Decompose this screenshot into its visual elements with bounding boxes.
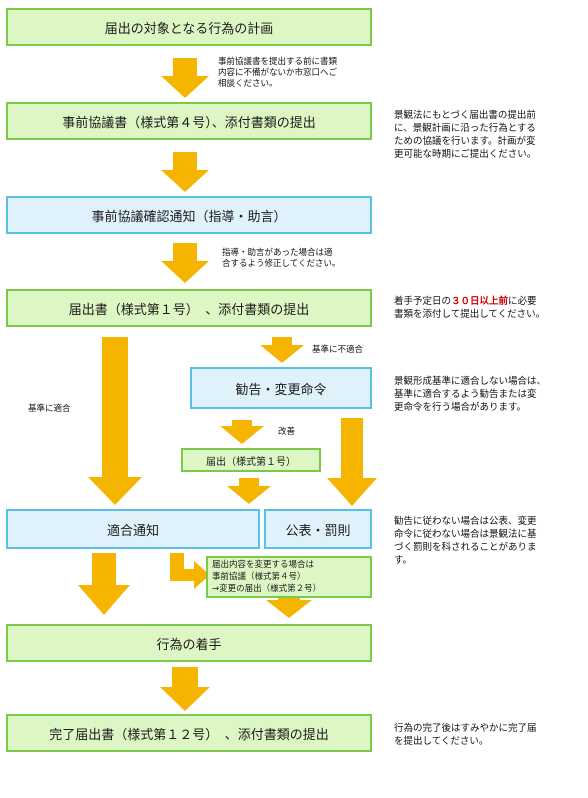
completion-label: 完了届出書（様式第１２号） 、添付書類の提出 <box>49 727 329 743</box>
penalty-note-line1: 勧告に従わない場合は公表、変更 <box>394 516 537 527</box>
notification-note-line2: 書類を添付して提出してください。 <box>394 309 546 320</box>
recommend-note-line2: 基準に適合するよう勧告または変 <box>394 389 537 400</box>
penalty-note-line3: づく罰則を科されることがありま <box>394 542 537 553</box>
consult-confirm-box: 事前協議確認通知（指導・助言） <box>6 196 372 234</box>
consult-advice-line3: 相談ください。 <box>218 79 278 89</box>
arrow-bent-right <box>170 553 210 589</box>
prior-consult-label: 事前協議書（様式第４号）、添付書類の提出 <box>62 115 316 131</box>
consult-confirm-label: 事前協議確認通知（指導・助言） <box>91 209 287 225</box>
prior-consult-note-line3: ための協議を行います。計画が変 <box>394 136 536 147</box>
change-note-line1: 届出内容を変更する場合は <box>212 560 315 570</box>
conform-label: 基準に適合 <box>28 404 71 414</box>
recommend-note-line1: 景観形成基準に適合しない場合は、 <box>394 376 547 387</box>
arrow-down-1 <box>161 58 209 98</box>
prior-consult-note-line4: 更可能な時期にご提出ください。 <box>394 149 537 160</box>
notification-note-post: に必要 <box>508 296 537 307</box>
notification-small-box: 届出（様式第１号） <box>181 448 321 472</box>
arrow-down-right <box>266 596 312 618</box>
arrow-down-conform <box>88 337 142 505</box>
guidance-fix-line1: 指導・助言があった場合は適 <box>222 248 333 258</box>
consult-advice-note: 事前協議書を提出する前に書類 内容に不備がないか市窓口へご 相談ください。 <box>218 57 378 90</box>
change-note-box: 届出内容を変更する場合は 事前協議（様式第４号） →変更の届出（様式第２号） <box>206 556 372 598</box>
start-box: 行為の着手 <box>6 624 372 662</box>
notification-note-highlight: ３０日以上前 <box>451 296 509 307</box>
publish-penalty-label: 公表・罰則 <box>285 523 351 539</box>
penalty-note-line2: 命令に従わない場合は景観法に基 <box>394 529 537 540</box>
arrow-down-left <box>78 553 130 615</box>
publish-penalty-box: 公表・罰則 <box>264 509 372 549</box>
improve-label: 改善 <box>278 427 296 437</box>
change-note-line2: 事前協議（様式第４号） <box>212 572 306 582</box>
guidance-fix-note: 指導・助言があった場合は適 合するよう修正してください。 <box>222 248 382 270</box>
plan-label: 届出の対象となる行為の計画 <box>104 21 274 37</box>
notification-note-pre: 着手予定日の <box>394 296 452 307</box>
notification-box: 届出書（様式第１号） 、添付書類の提出 <box>6 289 372 327</box>
arrow-down-nonconform <box>260 337 304 363</box>
prior-consult-note-line1: 景観法にもとづく届出書の提出前 <box>394 110 536 121</box>
prior-consult-side-note: 景観法にもとづく届出書の提出前 に、景観計画に沿った行為とする ための協議を行い… <box>394 109 584 161</box>
arrow-down-small <box>227 478 271 504</box>
completion-side-note: 行為の完了後はすみやかに完了届 を提出してください。 <box>394 722 584 748</box>
conform-notice-box: 適合通知 <box>6 509 260 549</box>
conform-notice-label: 適合通知 <box>106 523 159 539</box>
notification-small-label: 届出（様式第１号） <box>206 456 296 468</box>
arrow-down-3 <box>161 243 209 283</box>
guidance-fix-line2: 合するよう修正してください。 <box>222 259 341 269</box>
arrow-down-2 <box>161 152 209 192</box>
consult-advice-line2: 内容に不備がないか市窓口へご <box>218 68 338 78</box>
notification-label: 届出書（様式第１号） 、添付書類の提出 <box>68 302 310 318</box>
arrow-down-penalty <box>327 418 377 506</box>
plan-box: 届出の対象となる行為の計画 <box>6 8 372 46</box>
recommend-box: 勧告・変更命令 <box>190 367 372 409</box>
recommend-label: 勧告・変更命令 <box>235 382 327 398</box>
prior-consult-box: 事前協議書（様式第４号）、添付書類の提出 <box>6 102 372 140</box>
consult-advice-line1: 事前協議書を提出する前に書類 <box>218 57 338 67</box>
completion-note-line1: 行為の完了後はすみやかに完了届 <box>394 723 537 734</box>
completion-box: 完了届出書（様式第１２号） 、添付書類の提出 <box>6 714 372 752</box>
prior-consult-note-line2: に、景観計画に沿った行為とする <box>394 123 536 134</box>
change-note-line3: →変更の届出（様式第２号） <box>212 584 322 594</box>
arrow-down-final <box>160 667 210 711</box>
recommend-side-note: 景観形成基準に適合しない場合は、 基準に適合するよう勧告または変 更命令を行う場… <box>394 375 584 414</box>
nonconform-label: 基準に不適合 <box>312 345 364 355</box>
notification-side-note: 着手予定日の３０日以上前に必要 書類を添付して提出してください。 <box>394 295 586 321</box>
penalty-side-note: 勧告に従わない場合は公表、変更 命令に従わない場合は景観法に基 づく罰則を科され… <box>394 515 584 567</box>
start-label: 行為の着手 <box>156 637 222 653</box>
arrow-down-improve <box>220 420 264 444</box>
completion-note-line2: を提出してください。 <box>394 736 489 747</box>
penalty-note-line4: す。 <box>394 555 413 566</box>
recommend-note-line3: 更命令を行う場合があります。 <box>394 402 527 413</box>
